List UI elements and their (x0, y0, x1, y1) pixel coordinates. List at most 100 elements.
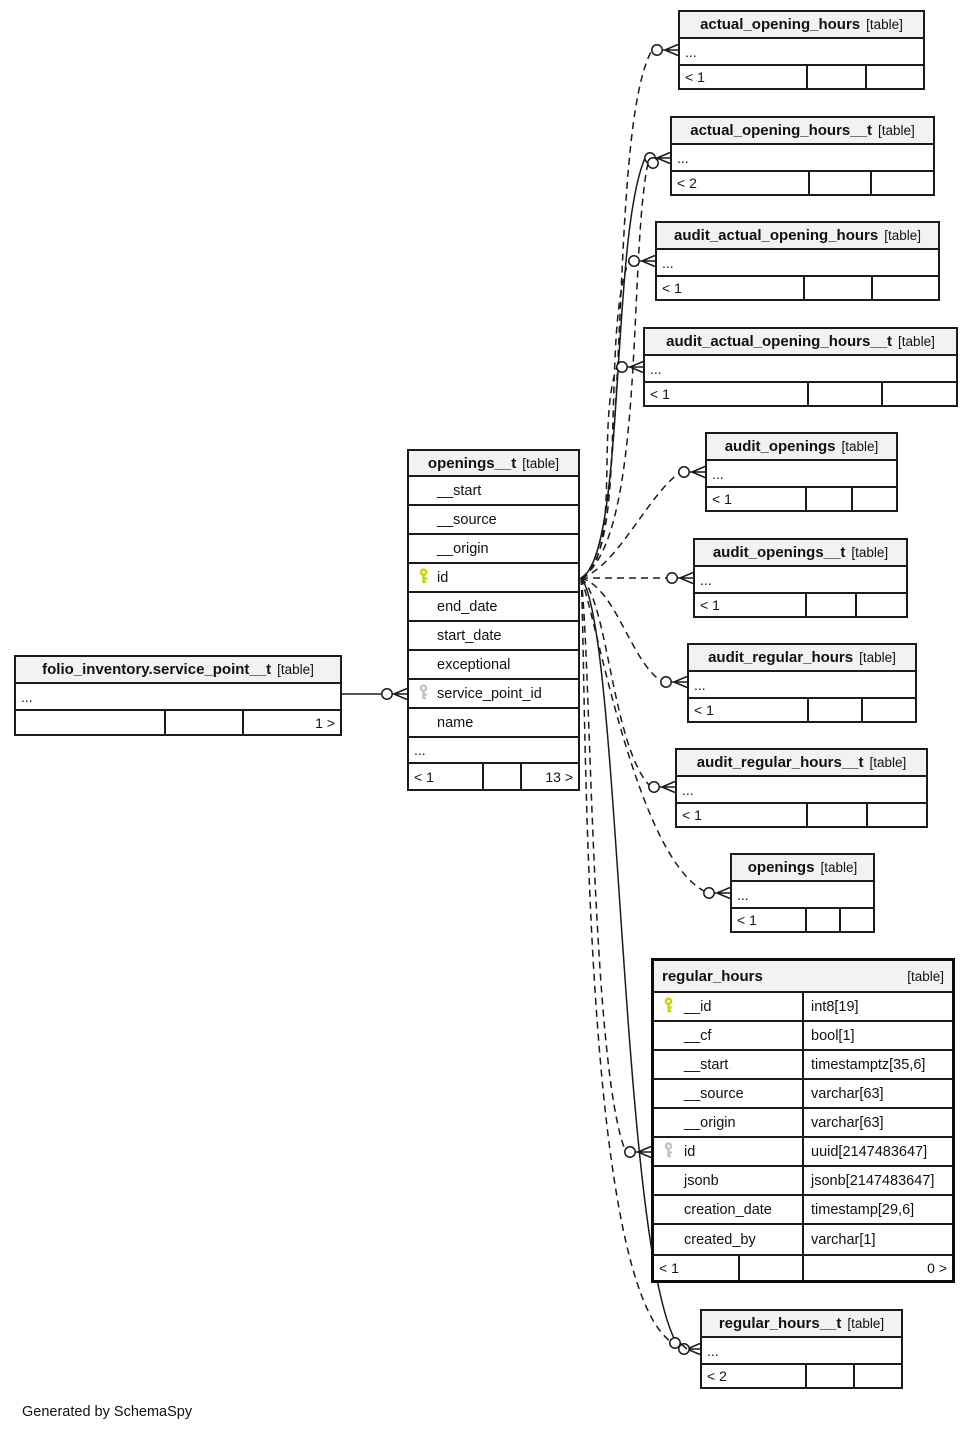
table-actual-opening-hours[interactable]: actual_opening_hours [table] ... < 1 (678, 10, 925, 90)
footer-parents-count: < 1 (685, 69, 705, 85)
footer-cell (164, 711, 242, 734)
table-tag: [table] (907, 968, 944, 984)
column-type: timestamp[29,6] (811, 1201, 915, 1218)
columns-ellipsis: ... (707, 1342, 719, 1359)
table-header: folio_inventory.service_point__t [table] (16, 657, 340, 684)
footer-cell (807, 172, 871, 194)
table-tag: [table] (859, 650, 896, 665)
footer-cell (806, 804, 866, 826)
column-row-name: name (409, 709, 578, 738)
table-regular-hours-t[interactable]: regular_hours__t [table] ... < 2 (700, 1309, 903, 1389)
crow-foot-arrow-icon (691, 465, 706, 479)
column-row--cf: __cf bool[1] (654, 1022, 952, 1051)
table-name: actual_opening_hours (700, 16, 861, 33)
table-audit-regular-hours-t[interactable]: audit_regular_hours__t [table] ... < 1 (675, 748, 928, 828)
footer-cell (482, 764, 520, 789)
table-openings-t[interactable]: openings__t [table] __start__source__ori… (407, 449, 580, 791)
table-header: audit_openings__t [table] (695, 540, 906, 567)
table-tag: [table] (841, 439, 879, 454)
columns-ellipsis: ... (682, 781, 694, 798)
table-footer: < 1 (645, 381, 956, 405)
relationship-line (580, 366, 618, 579)
relationship-line (580, 162, 649, 579)
footer-parents-count: < 2 (707, 1368, 727, 1384)
footer-cell (870, 172, 933, 194)
table-footer: < 1 (680, 64, 923, 88)
crow-foot-arrow-icon (664, 43, 679, 57)
footer-cell (860, 699, 915, 721)
footer-cell (16, 711, 164, 734)
column-type: int8[19] (811, 998, 859, 1015)
column-name: exceptional (437, 656, 511, 673)
crow-foot-arrow-icon (661, 780, 676, 794)
table-header: regular_hours__t [table] (702, 1311, 901, 1338)
footer-cell (803, 277, 870, 299)
column-name-cell: __start (654, 1051, 804, 1078)
table-actual-opening-hours-t[interactable]: actual_opening_hours__t [table] ... < 2 (670, 116, 935, 196)
column-name: __source (437, 511, 497, 528)
table-footer: < 1 13 > (409, 762, 578, 789)
footer-cell (839, 909, 873, 931)
crow-foot-arrow-icon (673, 675, 688, 689)
relationship-line (580, 577, 662, 682)
table-footer: < 2 (702, 1363, 901, 1387)
table-audit-openings-t[interactable]: audit_openings__t [table] ... < 1 (693, 538, 908, 618)
column-name: id (437, 569, 449, 586)
columns-ellipsis: ... (712, 465, 724, 482)
table-name: audit_actual_opening_hours (674, 227, 879, 244)
column-name: __source (684, 1085, 744, 1102)
columns-ellipsis: ... (677, 149, 689, 166)
footer-parents-count: < 1 (682, 807, 702, 823)
table-header: audit_actual_opening_hours__t [table] (645, 329, 956, 356)
column-row-exceptional: exceptional (409, 651, 578, 680)
table-tag: [table] (820, 860, 858, 875)
footer-cell (881, 383, 956, 405)
table-audit-actual-opening-hours[interactable]: audit_actual_opening_hours [table] ... <… (655, 221, 940, 301)
table-regular-hours[interactable]: regular_hours [table] __id int8[19]__cf … (651, 958, 955, 1283)
table-folio-inventory-service-point-t[interactable]: folio_inventory.service_point__t [table]… (14, 655, 342, 736)
foreign-key-icon (417, 683, 430, 704)
table-audit-openings[interactable]: audit_openings [table] ... < 1 (705, 432, 898, 512)
columns-ellipsis: ... (700, 571, 712, 588)
column-name: end_date (437, 598, 498, 615)
relationship-line (580, 49, 653, 579)
relationship-line (679, 1342, 688, 1350)
table-audit-actual-opening-hours-t[interactable]: audit_actual_opening_hours__t [table] ..… (643, 327, 958, 407)
table-tag: [table] (866, 17, 903, 32)
table-footer: < 1 (695, 592, 906, 616)
footer-cell (864, 66, 923, 88)
column-name: creation_date (684, 1201, 772, 1218)
column-row--source: __source varchar[63] (654, 1080, 952, 1109)
zero-or-one-circle-icon (647, 157, 659, 169)
column-row--origin: __origin (409, 535, 578, 564)
footer-parents-count: < 1 (712, 491, 732, 507)
zero-or-one-circle-icon (624, 1146, 636, 1158)
column-row-creation-date: creation_date timestamp[29,6] (654, 1196, 952, 1225)
table-name: folio_inventory.service_point__t (42, 661, 272, 678)
table-audit-regular-hours[interactable]: audit_regular_hours [table] ... < 1 (687, 643, 917, 723)
zero-or-one-circle-icon (703, 887, 715, 899)
table-tag: [table] (522, 455, 560, 471)
column-name: name (437, 714, 474, 731)
column-type: varchar[1] (811, 1231, 876, 1248)
footer-parents-count: < 1 (414, 768, 434, 785)
relationship-line (580, 577, 671, 1342)
column-name: id (684, 1143, 696, 1160)
zero-or-one-circle-icon (669, 1337, 681, 1349)
table-name: openings (747, 859, 815, 876)
footer-children-count: 0 > (802, 1256, 952, 1280)
column-name-cell: __origin (654, 1109, 804, 1136)
table-tag: [table] (884, 228, 921, 243)
table-header: openings [table] (732, 855, 873, 882)
table-header: audit_actual_opening_hours [table] (657, 223, 938, 250)
table-tag: [table] (869, 755, 907, 770)
column-row-service-point-id: service_point_id (409, 680, 578, 709)
table-name: regular_hours__t (718, 1315, 842, 1332)
zero-or-one-circle-icon (678, 1343, 690, 1355)
footer-parents-count: < 1 (659, 1260, 679, 1276)
footer-parents-count: < 1 (700, 597, 720, 613)
table-openings[interactable]: openings [table] ... < 1 (730, 853, 875, 933)
column-name: __id (684, 998, 712, 1015)
crow-foot-arrow-icon (629, 360, 644, 374)
